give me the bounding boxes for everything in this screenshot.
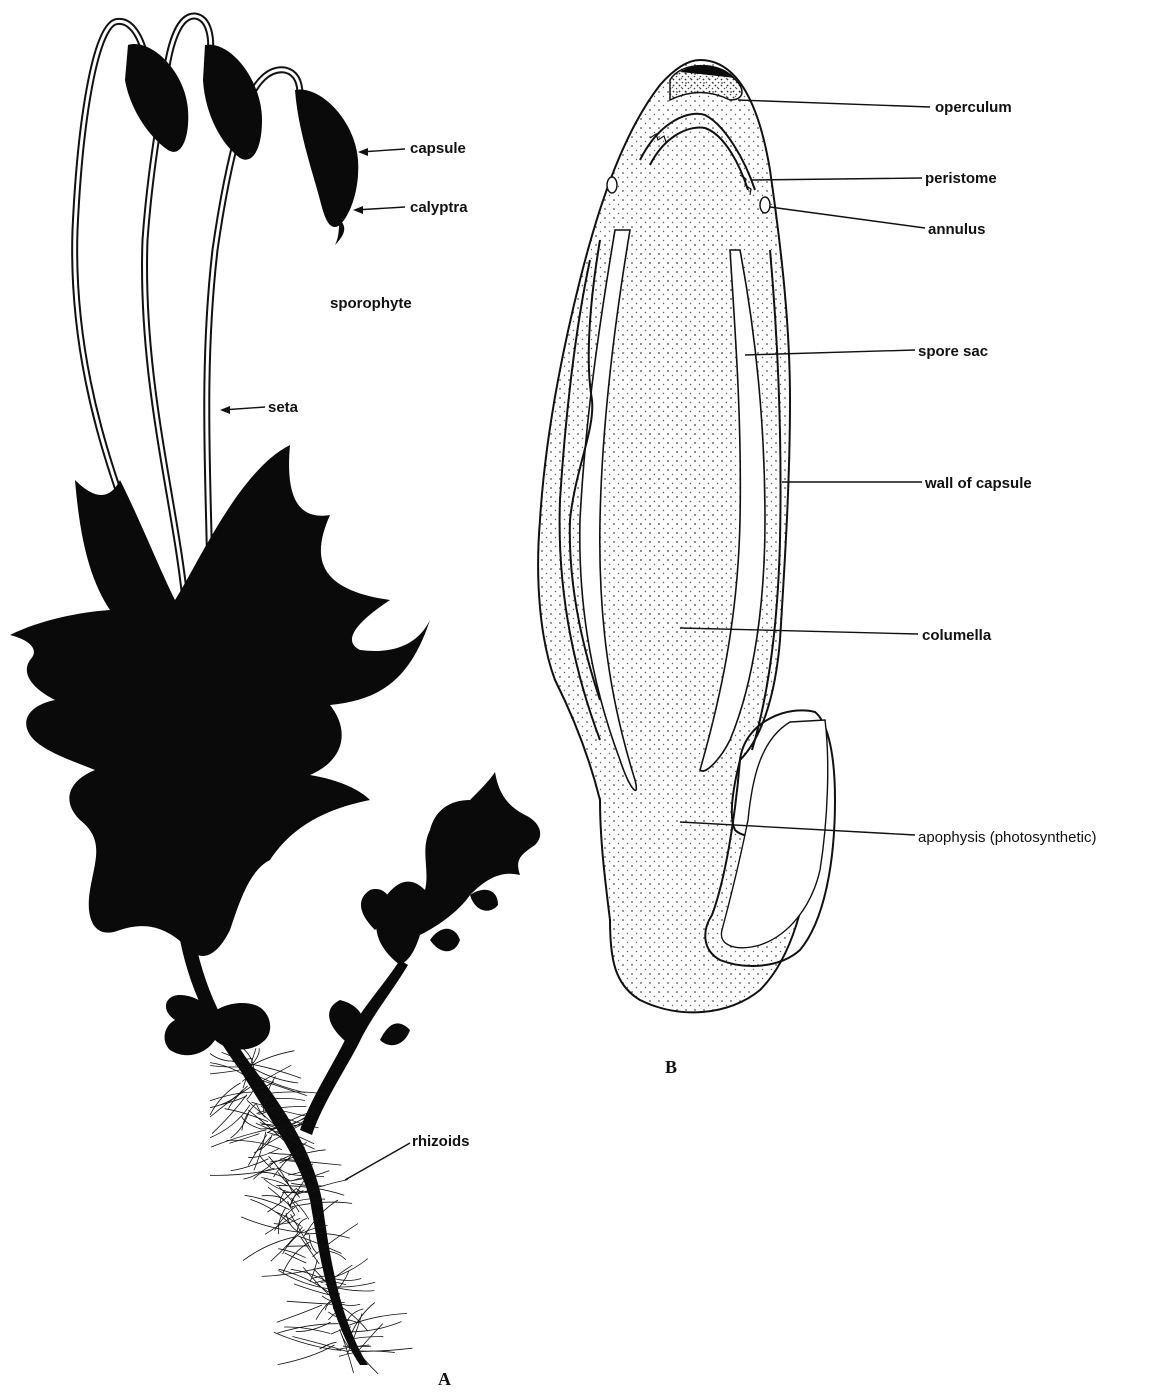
label-apophysis: apophysis (photosynthetic): [918, 829, 1096, 846]
rhizoid-hair: [310, 1235, 318, 1254]
rhizoid-hair: [297, 1218, 307, 1232]
rhizoid-hair: [287, 1246, 310, 1247]
panel-label-b: B: [665, 1057, 677, 1077]
label-operculum: operculum: [935, 99, 1012, 116]
rhizoid-hair: [243, 1237, 296, 1261]
rhizoid-hair: [210, 1069, 245, 1074]
rhizoid-hair: [211, 1130, 266, 1147]
rhizoid-hair: [231, 1159, 269, 1171]
rhizoid-hair: [274, 1332, 342, 1350]
label-seta: seta: [268, 399, 299, 416]
capsule-1: [125, 44, 188, 152]
capsule-2: [203, 45, 262, 160]
rhizoid-hairs: [210, 1048, 412, 1374]
rhizoid-hair: [291, 1214, 311, 1249]
rhizoid-hair: [245, 1195, 290, 1209]
label-columella: columella: [922, 627, 992, 644]
label-annulus: annulus: [928, 221, 986, 238]
label-capsule: capsule: [410, 140, 466, 157]
rhizoid-hair: [250, 1199, 290, 1224]
rhizoid-hair: [287, 1301, 332, 1304]
label-sporophyte: sporophyte: [330, 295, 412, 312]
label-wall-of-capsule: wall of capsule: [924, 475, 1032, 492]
rhizoid-hair: [347, 1314, 408, 1327]
figure-a-moss-plant: capsule calyptra sporophyte seta rhizoid…: [10, 16, 540, 1389]
rhizoid-hair: [265, 1215, 294, 1234]
rhizoid-hair: [231, 1111, 250, 1139]
rhizoid-hair: [278, 1270, 330, 1289]
figure-b-capsule-section: operculum peristome annulus spore sac wa…: [538, 60, 1096, 1077]
capsules: [125, 44, 358, 245]
rhizoid-hair: [277, 1305, 322, 1322]
label-rhizoids: rhizoids: [412, 1133, 470, 1150]
capsule-3: [295, 90, 358, 227]
columella: [628, 206, 735, 755]
rhizoid-hair: [279, 1187, 299, 1213]
panel-label-a: A: [438, 1369, 451, 1389]
label-peristome: peristome: [925, 170, 997, 187]
rhizoid-hair: [279, 1269, 329, 1292]
label-spore-sac: spore sac: [918, 343, 988, 360]
leafy-gametophyte: [10, 445, 540, 1365]
rhizoid-hair: [356, 1324, 383, 1354]
rhizoid-hair: [285, 1253, 307, 1263]
rhizoid-hair: [294, 1180, 347, 1196]
label-calyptra: calyptra: [410, 199, 468, 216]
annulus: [760, 197, 770, 213]
rhizoid-hair: [292, 1337, 348, 1352]
